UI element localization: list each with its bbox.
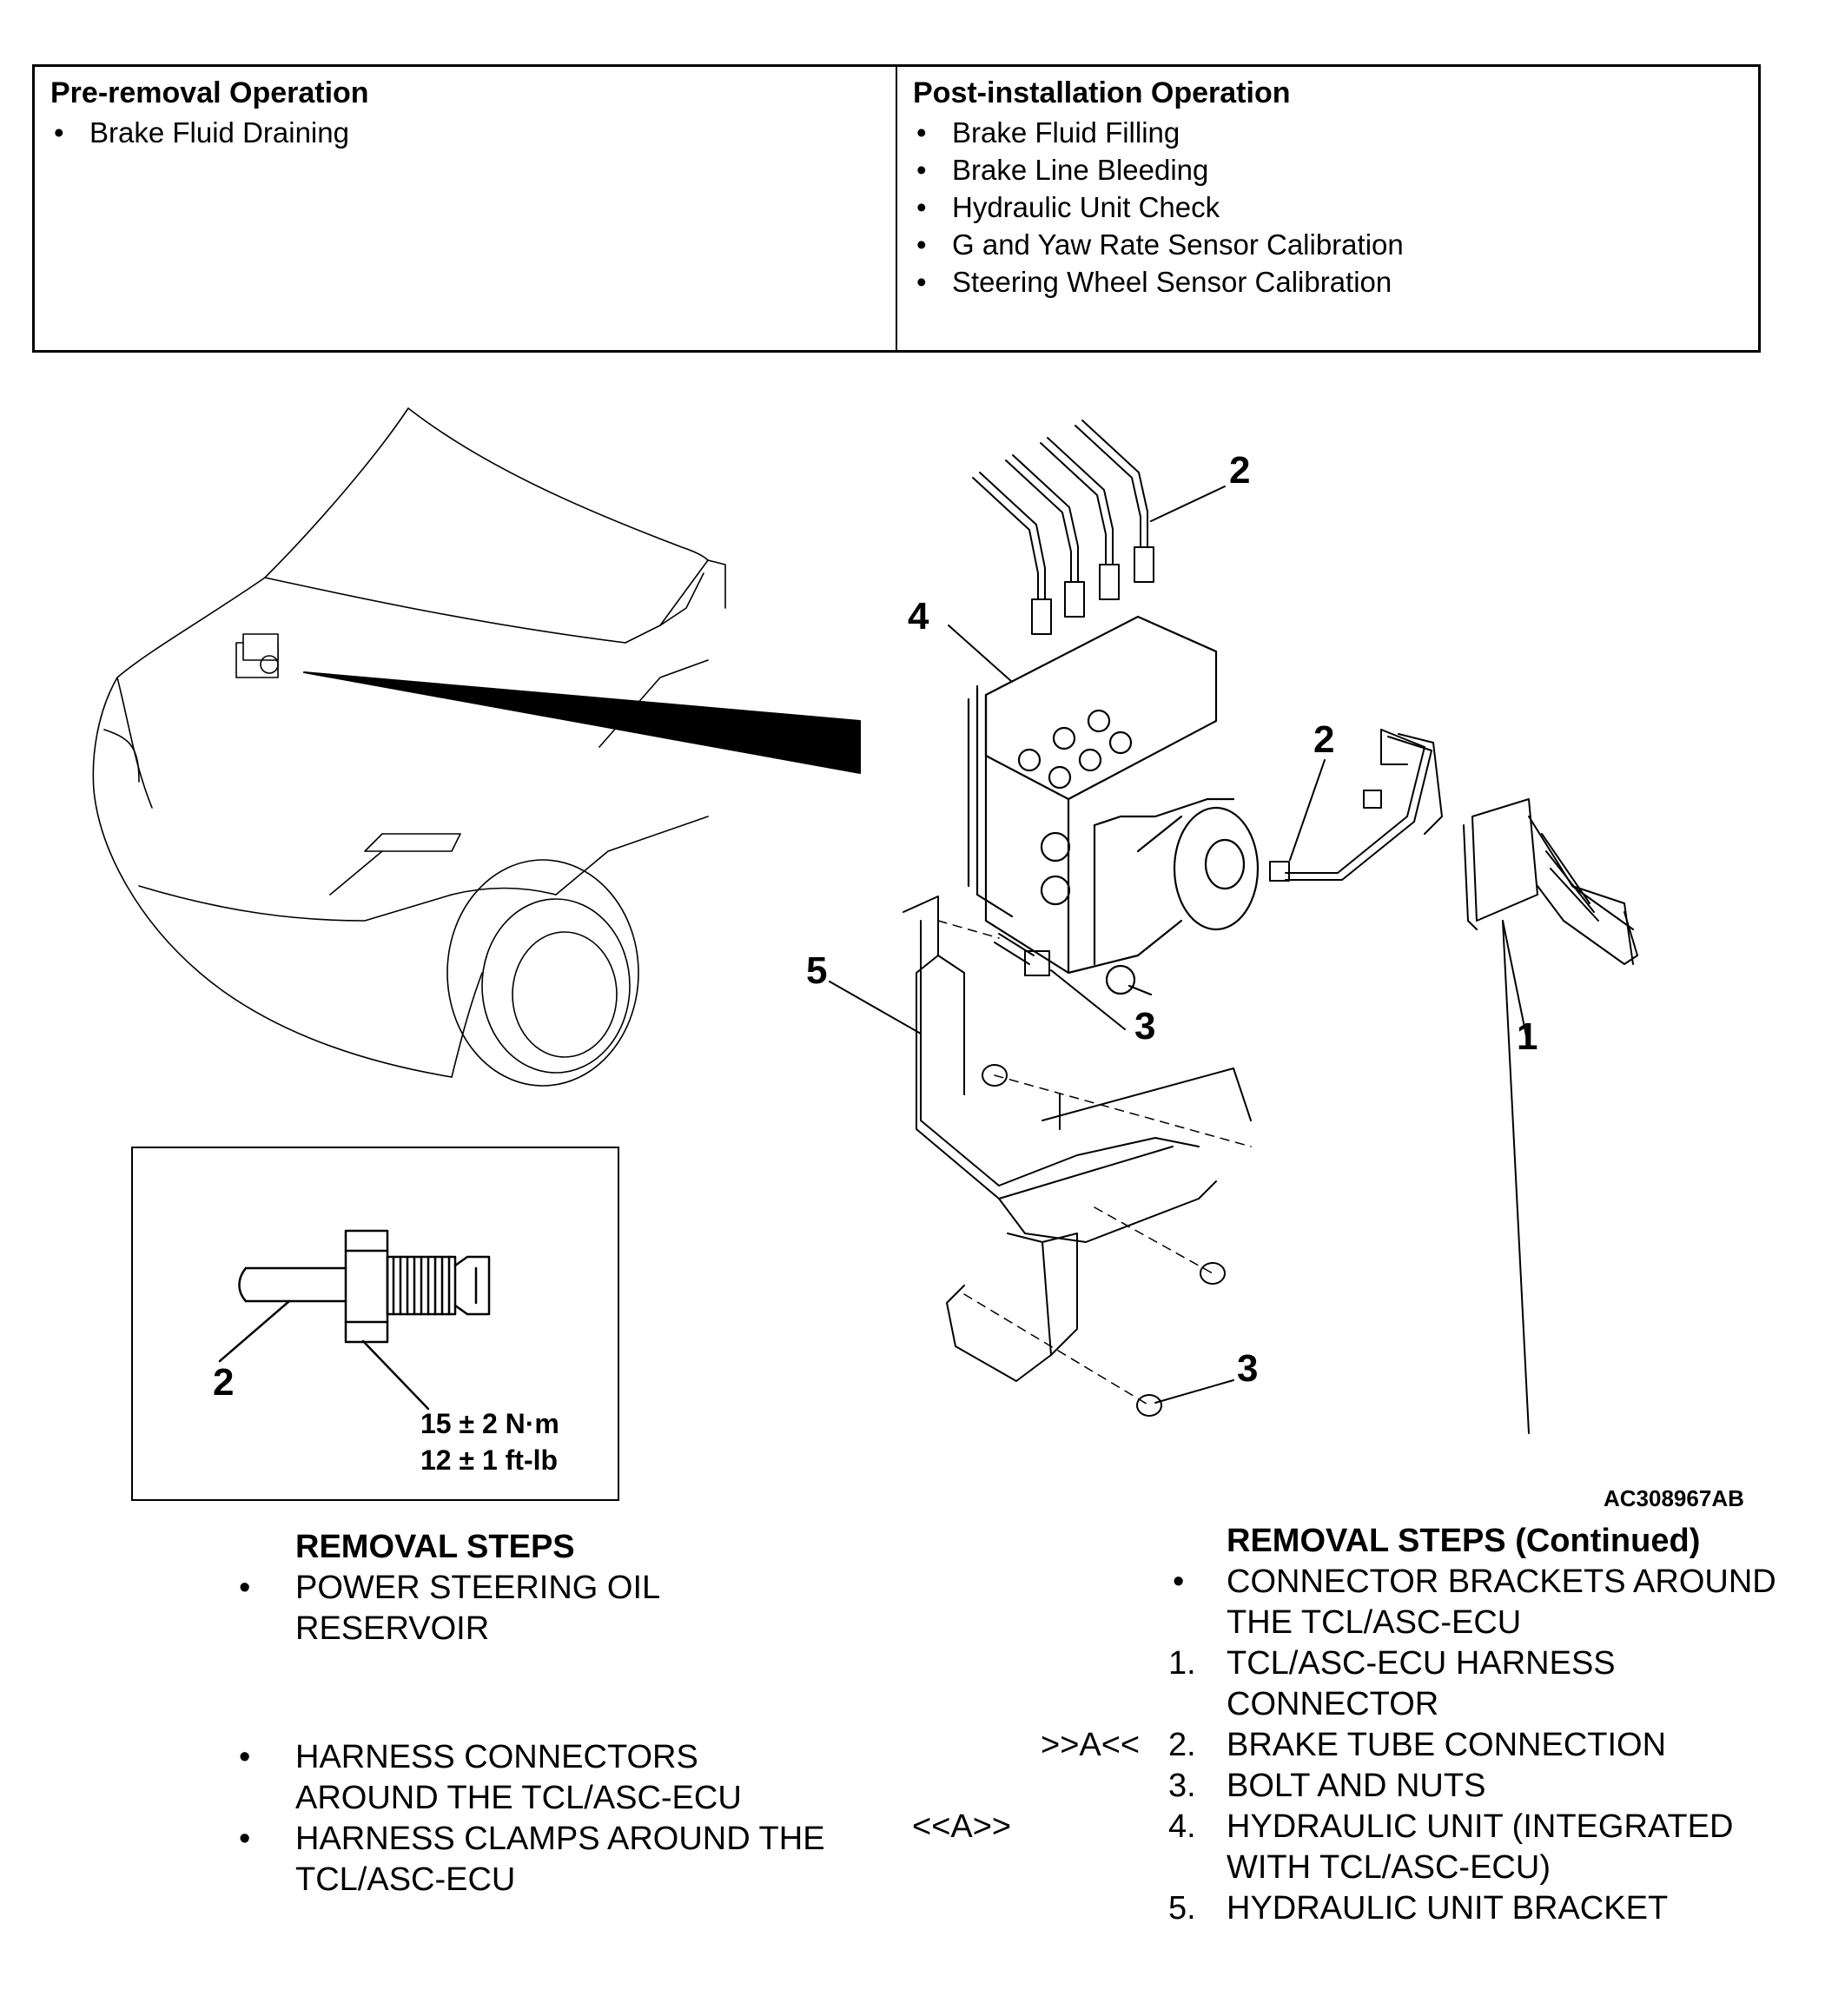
locator-wedge [303, 671, 861, 774]
hydraulic-unit [967, 615, 1260, 996]
figure-code: AC308967AB [1604, 1485, 1744, 1511]
removal-steps-continued-heading: REMOVAL STEPS (Continued) [1227, 1523, 1701, 1559]
torque-ftlb: 12 ± 1 ft-lb [420, 1444, 559, 1476]
hydraulic-unit-bracket [903, 896, 1252, 1382]
callout-4: 4 [908, 595, 929, 638]
step-text-line-1: BOLT AND NUTS [1227, 1768, 1486, 1804]
operations-table: Pre-removal Operation Brake Fluid Draini… [32, 64, 1761, 353]
post-installation-list: Brake Fluid Filling Brake Line Bleeding … [913, 114, 1742, 301]
flare-nut-drawing [218, 1229, 491, 1411]
brake-tube-right [1269, 729, 1443, 882]
procedure-code: >>A<< [1041, 1727, 1141, 1763]
bullet: • [1173, 1563, 1185, 1600]
torque-nm: 15 ± 2 N·m [420, 1408, 559, 1439]
post-installation-heading: Post-installation Operation [913, 76, 1291, 109]
step-text-line-2: WITH TCL/ASC-ECU) [1227, 1849, 1551, 1886]
diagram-drawing [92, 407, 1638, 1434]
step-text-line-1: HYDRAULIC UNIT BRACKET [1227, 1890, 1669, 1927]
callout-5: 5 [806, 949, 828, 992]
vehicle-outline [92, 407, 726, 1087]
callout-1: 1 [1517, 1015, 1538, 1058]
pre-removal-list: Brake Fluid Draining [50, 114, 880, 151]
harness-connector [1463, 798, 1638, 965]
bullet: • [239, 1739, 251, 1775]
step-number: 3. [1168, 1768, 1196, 1804]
detail-callout-2: 2 [213, 1361, 235, 1404]
bullet: • [239, 1570, 251, 1606]
step-number: 5. [1168, 1890, 1196, 1927]
hydraulic-unit-diagram: 2 4 2 5 3 1 3 [0, 365, 1845, 1520]
step-number: 4. [1168, 1808, 1196, 1845]
step-text-line-2: TCL/ASC-ECU [295, 1861, 516, 1898]
callout-3-nut: 3 [1237, 1347, 1259, 1390]
alignment-lines [937, 920, 1252, 1406]
step-number: 2. [1168, 1727, 1196, 1763]
bolts-and-nuts [982, 933, 1226, 1417]
post-installation-column: Post-installation Operation Brake Fluid … [897, 67, 1758, 350]
list-item: Brake Line Bleeding [913, 151, 1742, 188]
removal-steps-heading: REMOVAL STEPS [295, 1529, 575, 1565]
list-item: Brake Fluid Draining [50, 114, 880, 151]
step-text-line-1: CONNECTOR BRACKETS AROUND [1227, 1563, 1776, 1600]
list-item: Brake Fluid Filling [913, 114, 1742, 151]
brake-tubes-top [972, 420, 1154, 635]
pre-removal-column: Pre-removal Operation Brake Fluid Draini… [35, 67, 897, 350]
callout-2-tubes: 2 [1229, 449, 1251, 492]
step-text-line-1: POWER STEERING OIL [295, 1570, 661, 1606]
list-item: Steering Wheel Sensor Calibration [913, 263, 1742, 301]
step-text-line-1: HARNESS CONNECTORS [295, 1739, 698, 1775]
leader-lines [829, 486, 1530, 1434]
step-text-line-1: HYDRAULIC UNIT (INTEGRATED [1227, 1808, 1734, 1845]
step-text-line-2: RESERVOIR [295, 1610, 490, 1647]
step-text-line-1: HARNESS CLAMPS AROUND THE [295, 1821, 825, 1857]
flare-nut-detail: 2 15 ± 2 N·m 12 ± 1 ft-lb [131, 1147, 619, 1501]
step-text-line-2: THE TCL/ASC-ECU [1227, 1604, 1522, 1641]
procedure-code: <<A>> [912, 1808, 1012, 1845]
list-item: G and Yaw Rate Sensor Calibration [913, 226, 1742, 263]
pre-removal-heading: Pre-removal Operation [50, 76, 369, 109]
bullet: • [239, 1821, 251, 1857]
step-number: 1. [1168, 1645, 1196, 1682]
step-text-line-1: BRAKE TUBE CONNECTION [1227, 1727, 1667, 1763]
callout-2-right: 2 [1313, 718, 1335, 761]
callout-3-bolt: 3 [1134, 1005, 1156, 1048]
step-text-line-2: CONNECTOR [1227, 1686, 1439, 1722]
list-item: Hydraulic Unit Check [913, 188, 1742, 226]
step-text-line-1: TCL/ASC-ECU HARNESS [1227, 1645, 1616, 1682]
step-text-line-2: AROUND THE TCL/ASC-ECU [295, 1780, 742, 1816]
